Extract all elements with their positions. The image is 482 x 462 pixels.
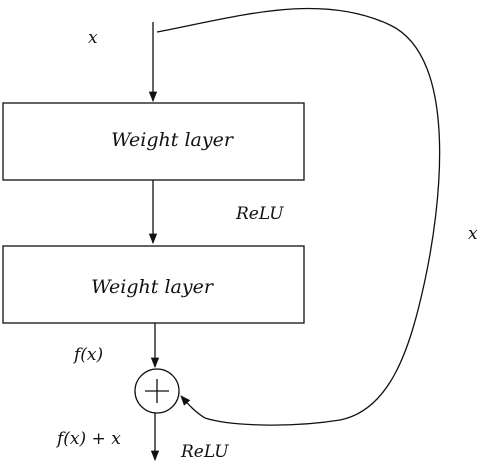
weight-layer-2-label: Weight layer	[91, 276, 215, 298]
adder-circle	[134, 368, 180, 414]
output-relu-label: ReLU	[180, 442, 229, 462]
weight-layer-2: Weight layer	[2, 245, 305, 324]
skip-connection-arrow	[156, 7, 441, 426]
weight-layer-2-box	[2, 245, 305, 324]
fx-label: f(x)	[72, 345, 103, 365]
skip-x-label: x	[468, 224, 478, 244]
input-x-label: x	[88, 28, 98, 48]
addition-node	[134, 368, 180, 414]
weight-layer-1: Weight layer	[2, 102, 305, 181]
relu-label: ReLU	[235, 204, 284, 224]
sum-label: f(x) + x	[55, 429, 121, 449]
weight-layer-1-label: Weight layer	[111, 129, 235, 151]
